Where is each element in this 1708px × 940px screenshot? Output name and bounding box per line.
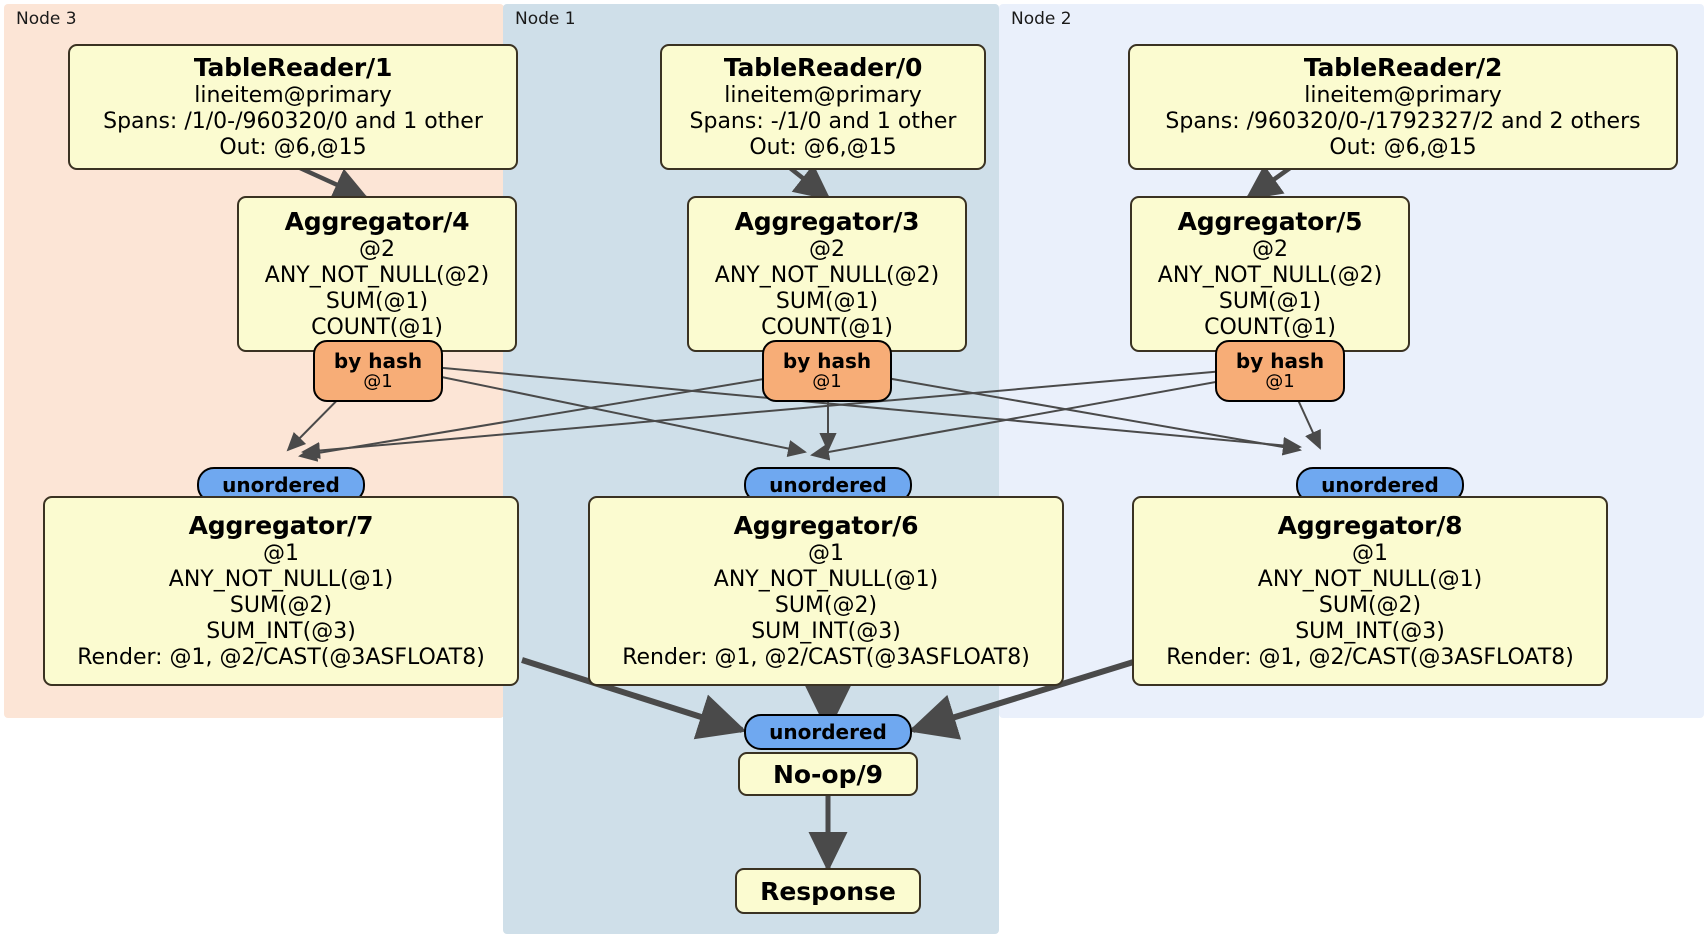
- processor-line: COUNT(@1): [1204, 314, 1336, 340]
- processor-render-line: Render: @1, @2/CAST(@3ASFLOAT8): [1166, 644, 1574, 670]
- processor-render-line: Render: @1, @2/CAST(@3ASFLOAT8): [77, 644, 485, 670]
- processor-line: SUM(@2): [1318, 592, 1422, 618]
- processor-title: No-op/9: [772, 759, 884, 789]
- processor-title: Aggregator/3: [734, 207, 920, 237]
- processor-table-reader-1[interactable]: TableReader/1 lineitem@primary Spans: /1…: [68, 44, 518, 170]
- processor-title: Aggregator/5: [1177, 207, 1363, 237]
- processor-aggregator-5[interactable]: Aggregator/5 @2 ANY_NOT_NULL(@2) SUM(@1)…: [1130, 196, 1410, 352]
- processor-line: Spans: /960320/0-/1792327/2 and 2 others: [1165, 108, 1641, 134]
- processor-line: SUM(@1): [1218, 288, 1322, 314]
- processor-line: ANY_NOT_NULL(@2): [1157, 262, 1383, 288]
- processor-line: @1: [808, 540, 844, 566]
- processor-title: TableReader/1: [193, 53, 393, 83]
- router-column-label: @1: [363, 371, 393, 393]
- node-panel-label-node2: Node 2: [1011, 9, 1072, 29]
- processor-line: ANY_NOT_NULL(@2): [264, 262, 490, 288]
- processor-line: ANY_NOT_NULL(@1): [168, 566, 394, 592]
- processor-line: @2: [809, 236, 845, 262]
- processor-line: Out: @6,@15: [749, 134, 897, 160]
- processor-aggregator-7[interactable]: Aggregator/7 @1 ANY_NOT_NULL(@1) SUM(@2)…: [43, 496, 519, 686]
- processor-title: Response: [760, 876, 896, 906]
- router-kind-label: by hash: [782, 348, 872, 373]
- processor-line: lineitem@primary: [724, 82, 922, 108]
- processor-aggregator-6[interactable]: Aggregator/6 @1 ANY_NOT_NULL(@1) SUM(@2)…: [588, 496, 1064, 686]
- synchronizer-label: unordered: [222, 472, 340, 497]
- router-column-label: @1: [1265, 371, 1295, 393]
- processor-line: ANY_NOT_NULL(@1): [1257, 566, 1483, 592]
- processor-title: Aggregator/7: [188, 511, 374, 541]
- processor-response[interactable]: Response: [735, 868, 921, 914]
- processor-line: @2: [359, 236, 395, 262]
- processor-title: Aggregator/6: [733, 511, 919, 541]
- processor-title: Aggregator/8: [1277, 511, 1463, 541]
- processor-line: COUNT(@1): [311, 314, 443, 340]
- synchronizer-label: unordered: [769, 719, 887, 744]
- router-by-hash-right[interactable]: by hash @1: [1215, 340, 1345, 402]
- processor-line: SUM(@2): [774, 592, 878, 618]
- router-by-hash-left[interactable]: by hash @1: [313, 340, 443, 402]
- processor-title: TableReader/2: [1303, 53, 1503, 83]
- processor-title: TableReader/0: [723, 53, 923, 83]
- processor-table-reader-0[interactable]: TableReader/0 lineitem@primary Spans: -/…: [660, 44, 986, 170]
- processor-line: SUM_INT(@3): [1295, 618, 1445, 644]
- processor-line: SUM(@2): [229, 592, 333, 618]
- processor-line: SUM(@1): [325, 288, 429, 314]
- processor-title: Aggregator/4: [284, 207, 470, 237]
- processor-line: SUM_INT(@3): [206, 618, 356, 644]
- processor-line: Out: @6,@15: [1329, 134, 1477, 160]
- processor-table-reader-2[interactable]: TableReader/2 lineitem@primary Spans: /9…: [1128, 44, 1678, 170]
- processor-line: SUM_INT(@3): [751, 618, 901, 644]
- processor-line: Spans: /1/0-/960320/0 and 1 other: [103, 108, 483, 134]
- processor-no-op-9[interactable]: No-op/9: [738, 752, 918, 796]
- processor-line: SUM(@1): [775, 288, 879, 314]
- router-by-hash-center[interactable]: by hash @1: [762, 340, 892, 402]
- node-panel-label-node1: Node 1: [515, 9, 576, 29]
- processor-line: lineitem@primary: [1304, 82, 1502, 108]
- synchronizer-label: unordered: [1321, 472, 1439, 497]
- synchronizer-unordered-final[interactable]: unordered: [744, 714, 912, 750]
- processor-line: Spans: -/1/0 and 1 other: [689, 108, 957, 134]
- synchronizer-label: unordered: [769, 472, 887, 497]
- processor-aggregator-4[interactable]: Aggregator/4 @2 ANY_NOT_NULL(@2) SUM(@1)…: [237, 196, 517, 352]
- router-kind-label: by hash: [333, 348, 423, 373]
- processor-line: @1: [263, 540, 299, 566]
- processor-aggregator-3[interactable]: Aggregator/3 @2 ANY_NOT_NULL(@2) SUM(@1)…: [687, 196, 967, 352]
- processor-line: lineitem@primary: [194, 82, 392, 108]
- processor-line: COUNT(@1): [761, 314, 893, 340]
- processor-line: Out: @6,@15: [219, 134, 367, 160]
- processor-line: ANY_NOT_NULL(@1): [713, 566, 939, 592]
- processor-line: @1: [1352, 540, 1388, 566]
- router-kind-label: by hash: [1235, 348, 1325, 373]
- processor-aggregator-8[interactable]: Aggregator/8 @1 ANY_NOT_NULL(@1) SUM(@2)…: [1132, 496, 1608, 686]
- node-panel-label-node3: Node 3: [16, 9, 77, 29]
- processor-line: @2: [1252, 236, 1288, 262]
- processor-line: ANY_NOT_NULL(@2): [714, 262, 940, 288]
- processor-render-line: Render: @1, @2/CAST(@3ASFLOAT8): [622, 644, 1030, 670]
- router-column-label: @1: [812, 371, 842, 393]
